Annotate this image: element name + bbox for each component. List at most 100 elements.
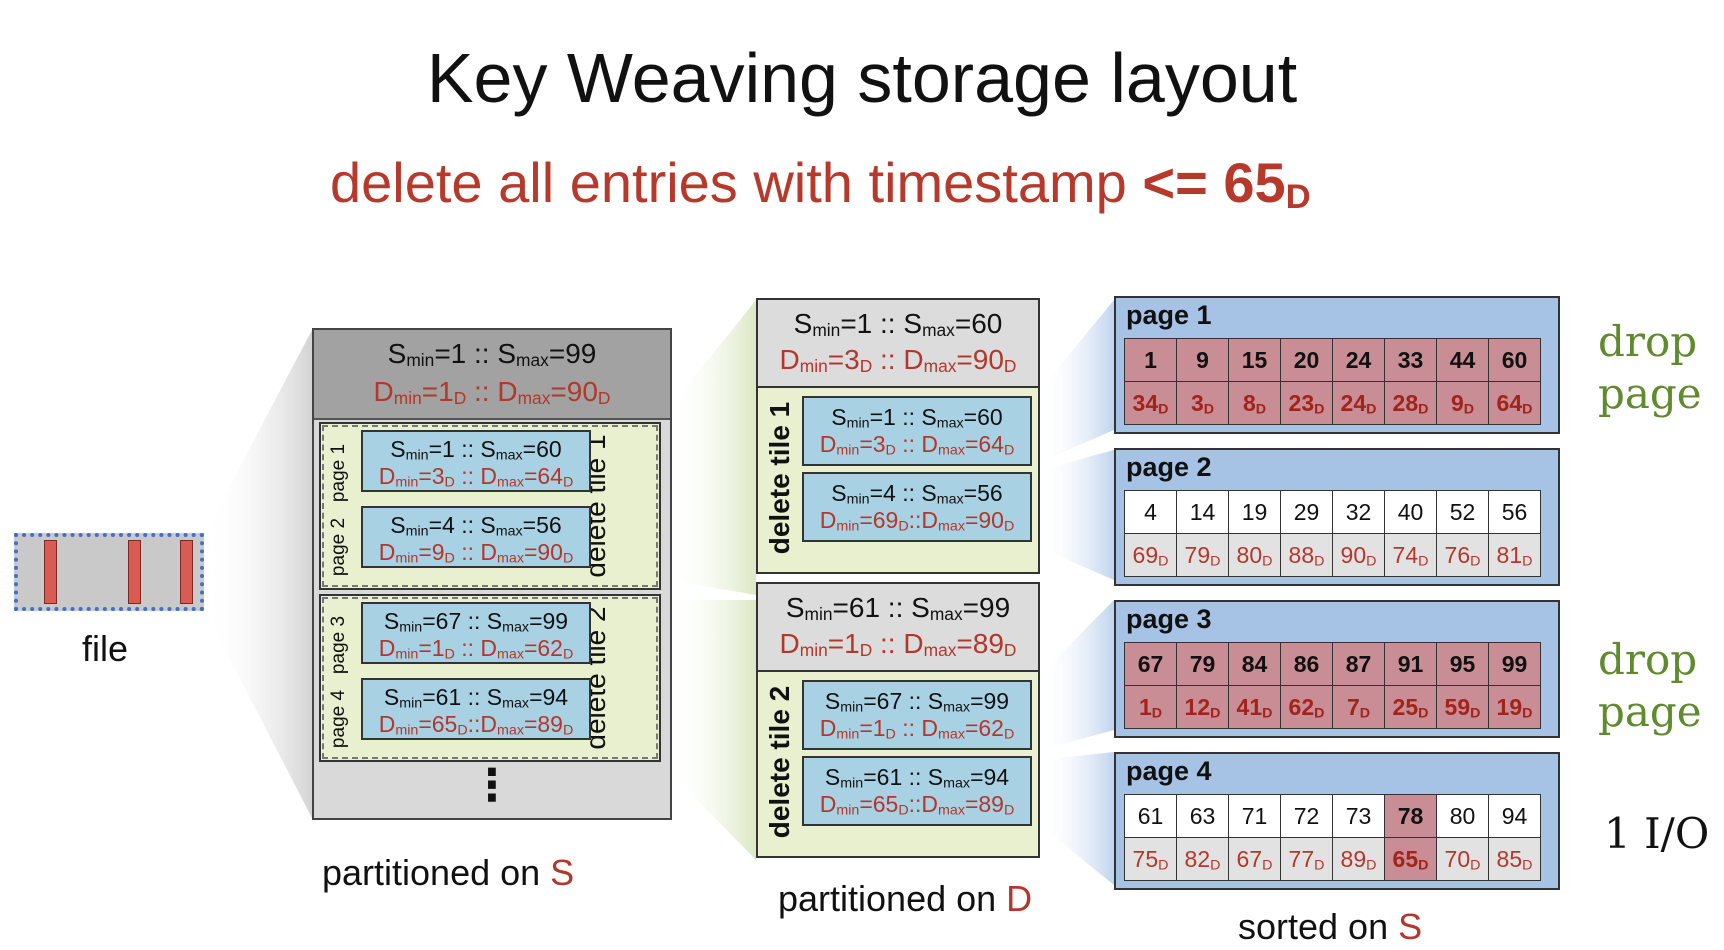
subscript: max bbox=[938, 802, 965, 819]
subscript: min bbox=[399, 619, 423, 636]
page-note-line: page bbox=[1598, 687, 1702, 736]
file-block bbox=[14, 533, 204, 611]
subscript: D bbox=[1522, 857, 1533, 874]
entry-key: 91 bbox=[1384, 642, 1437, 686]
entry-key: 78 bbox=[1384, 794, 1437, 838]
subscript: min bbox=[799, 640, 828, 661]
entry-key: 80 bbox=[1436, 794, 1489, 838]
subscript: D bbox=[1522, 553, 1533, 570]
entry-key: 33 bbox=[1384, 338, 1437, 382]
delete-condition-value: <= 65 bbox=[1142, 151, 1286, 214]
subscript: max bbox=[936, 491, 964, 508]
funnel-d-to-sorted-3 bbox=[1040, 600, 1114, 750]
entry-key: 56 bbox=[1488, 490, 1541, 534]
entry-key: 84 bbox=[1228, 642, 1281, 686]
subscript: min bbox=[840, 699, 864, 716]
subscript: D bbox=[1418, 401, 1429, 418]
subscript: max bbox=[943, 699, 971, 716]
subscript: D bbox=[444, 646, 455, 663]
subscript: max bbox=[922, 320, 955, 341]
entry-timestamp: 23D bbox=[1280, 381, 1333, 425]
subscript: max bbox=[497, 646, 524, 663]
entry-timestamp: 28D bbox=[1384, 381, 1437, 425]
subscript: D bbox=[1314, 705, 1325, 722]
subscript: max bbox=[497, 722, 524, 739]
subscript: max bbox=[938, 726, 965, 743]
subscript: D bbox=[1158, 401, 1169, 418]
entry-timestamp: 77D bbox=[1280, 837, 1333, 881]
subscript: max bbox=[938, 518, 965, 535]
s-range: Smin=67 :: Smax=99 bbox=[824, 688, 1010, 716]
s-range: Smin=1 :: Smax=60 bbox=[390, 436, 562, 464]
subscript: min bbox=[395, 550, 419, 567]
subscript: D bbox=[1203, 401, 1215, 418]
entry-timestamp: 70D bbox=[1436, 837, 1489, 881]
subscript: min bbox=[405, 447, 429, 464]
entry-timestamp: 64D bbox=[1488, 381, 1541, 425]
caption-text: partitioned on bbox=[778, 878, 1007, 919]
caption-partitioned-d: partitioned on D bbox=[778, 878, 1032, 920]
entry-key: 32 bbox=[1332, 490, 1385, 534]
subscript: D bbox=[1314, 401, 1325, 418]
sorted-page-title: page 1 bbox=[1126, 300, 1212, 330]
entry-timestamp: 19D bbox=[1488, 685, 1541, 729]
subscript: D bbox=[1470, 857, 1481, 874]
entry-timestamp: 88D bbox=[1280, 533, 1333, 577]
subscript: D bbox=[457, 722, 468, 739]
subscript: D bbox=[1470, 705, 1481, 722]
funnel-s-to-d-2 bbox=[668, 600, 756, 860]
delete-condition: delete all entries with timestamp <= 65D bbox=[330, 150, 1311, 215]
entry-key: 99 bbox=[1488, 642, 1541, 686]
caption-key: S bbox=[1398, 906, 1423, 947]
subscript: D bbox=[1158, 553, 1169, 570]
entry-key: 40 bbox=[1384, 490, 1437, 534]
subscript: max bbox=[497, 550, 524, 567]
funnel-s-to-d bbox=[668, 300, 756, 595]
subscript: D bbox=[1359, 705, 1371, 722]
entry-key: 44 bbox=[1436, 338, 1489, 382]
s-partition-box: Smin=1 :: Smax=99 Dmin=1D :: Dmax=90D de… bbox=[312, 328, 672, 820]
d-range: Dmin=1D :: Dmax=62D bbox=[378, 635, 574, 663]
funnel-d-to-sorted-4 bbox=[1040, 752, 1114, 885]
subscript: D bbox=[859, 640, 873, 661]
s-range: Smin=61 :: Smax=94 bbox=[383, 684, 569, 712]
page-note-line: drop bbox=[1598, 635, 1698, 684]
entry-timestamp: 75D bbox=[1124, 837, 1177, 881]
d-range: Dmin=69D::Dmax=90D bbox=[819, 507, 1015, 535]
entry-key: 61 bbox=[1124, 794, 1177, 838]
subscript: D bbox=[1003, 442, 1015, 459]
subscript: D bbox=[562, 722, 574, 739]
sorted-page-title: page 3 bbox=[1126, 604, 1212, 634]
entry-timestamp: 3D bbox=[1176, 381, 1229, 425]
entry-timestamp: 90D bbox=[1332, 533, 1385, 577]
s-partition-header: Smin=1 :: Smax=99 Dmin=1D :: Dmax=90D bbox=[314, 330, 670, 420]
d-range: Dmin=1D :: Dmax=62D bbox=[819, 715, 1015, 743]
d-range: Dmin=65D::Dmax=89D bbox=[378, 711, 574, 739]
s-range: Smin=61 :: Smax=94 bbox=[824, 764, 1010, 792]
subscript: D bbox=[1262, 705, 1273, 722]
subscript: max bbox=[923, 640, 957, 661]
caption-key: S bbox=[550, 852, 575, 893]
entry-key: 19 bbox=[1228, 490, 1281, 534]
entry-key: 24 bbox=[1332, 338, 1385, 382]
d-range: Dmin=65D::Dmax=89D bbox=[819, 791, 1015, 819]
more-pages-ellipsis: ⋮ bbox=[470, 761, 514, 810]
entry-timestamp: 34D bbox=[1124, 381, 1177, 425]
